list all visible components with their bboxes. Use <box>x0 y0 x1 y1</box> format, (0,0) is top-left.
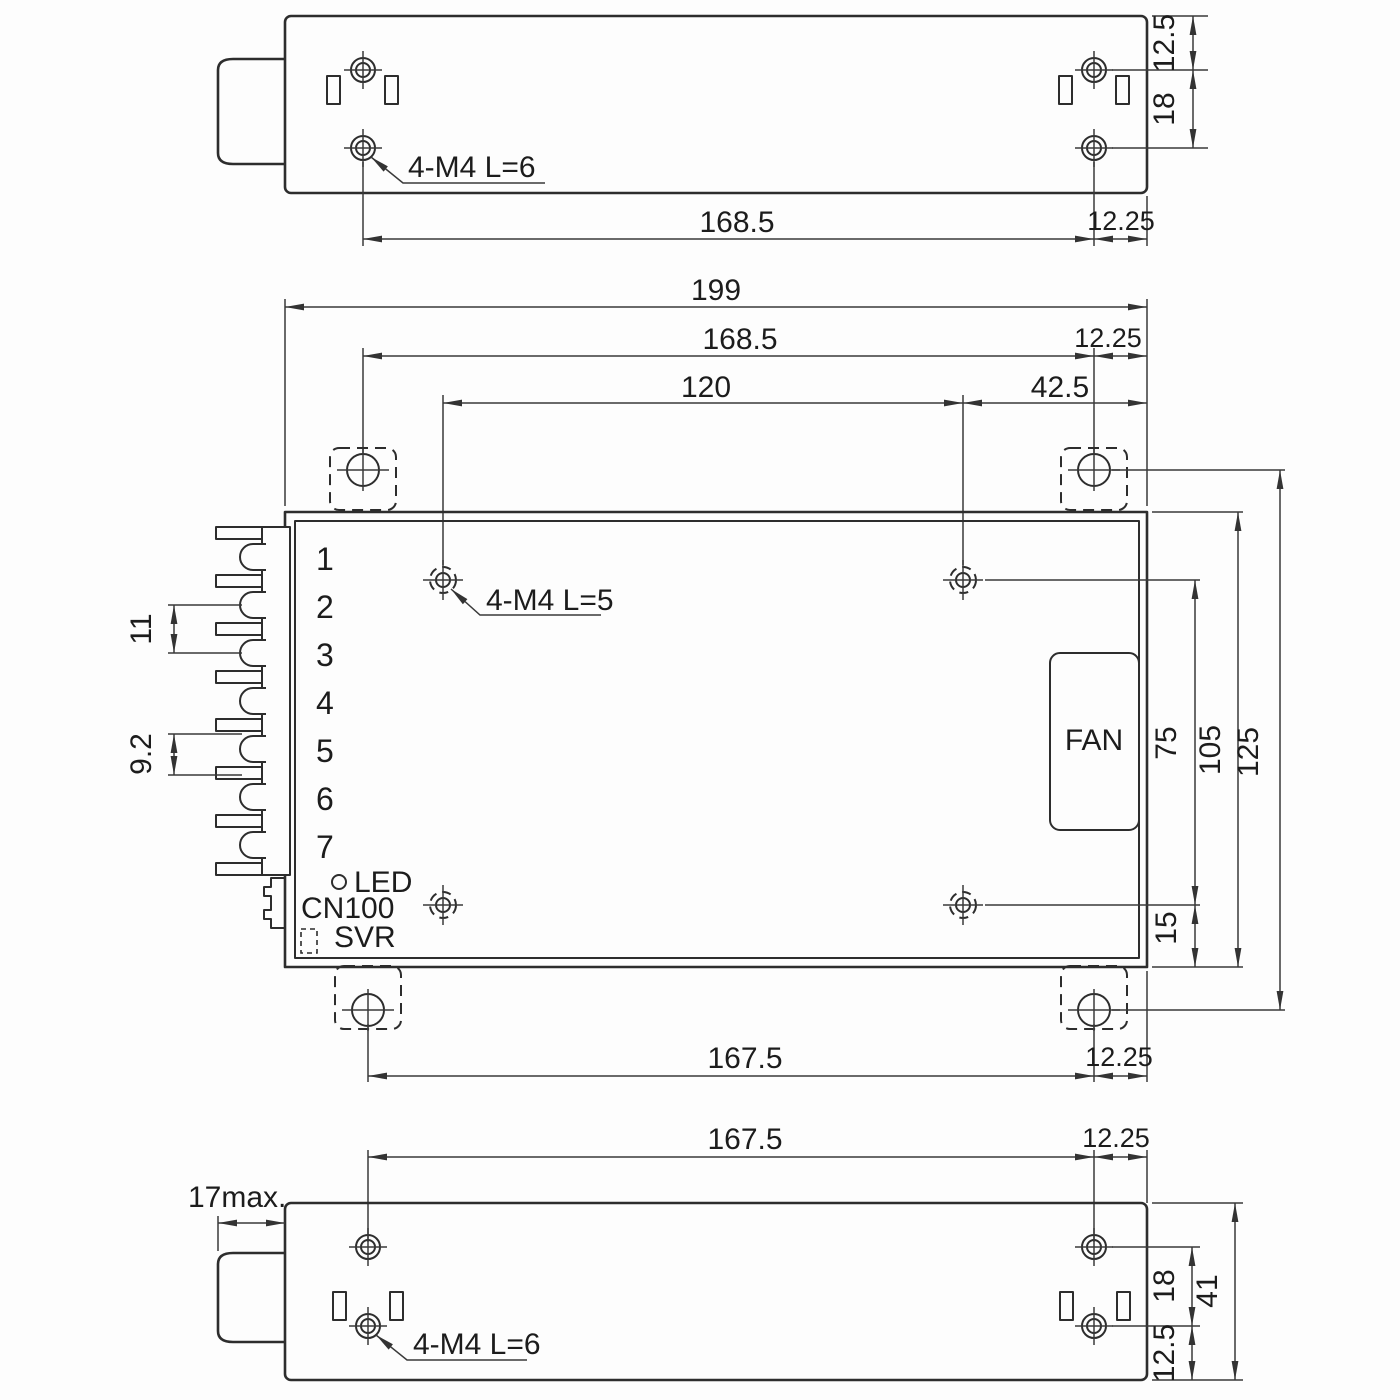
terminal-block: 1 2 3 4 5 6 7 <box>215 526 334 876</box>
bottom-view-top-dimensions: 167.5 12.25 <box>367 1123 1150 1242</box>
terminal-screw <box>239 687 266 715</box>
top-view-bottom-dimensions: 168.5 12.25 <box>362 162 1155 246</box>
vent-slot <box>1058 75 1073 105</box>
vent-slot <box>1115 75 1130 105</box>
vent-slot <box>326 75 341 105</box>
led-indicator <box>331 874 347 890</box>
terminal-fin <box>215 862 263 876</box>
cn100-label: CN100 <box>301 892 394 925</box>
dim-connector-protrusion: 17max. <box>188 1181 286 1214</box>
terminal-fin <box>215 718 263 732</box>
dim-hole-span: 167.5 <box>707 1123 782 1156</box>
terminal-number-6: 6 <box>316 781 334 817</box>
dim-top-hole-span: 168.5 <box>702 323 777 356</box>
vent-slot <box>332 1291 347 1321</box>
terminal-screw <box>239 831 266 859</box>
fan-label: FAN <box>1065 724 1123 757</box>
bottom-view-outline <box>216 1201 1149 1382</box>
terminal-pitch-dimensions: 11 9.2 <box>125 604 242 776</box>
top-view-right-dimensions: 12.5 18 <box>1112 14 1208 149</box>
dim-hole-pitch: 18 <box>1148 1269 1181 1302</box>
vent-slot <box>1059 1291 1074 1321</box>
terminal-fin <box>215 814 263 828</box>
top-view-outline <box>216 14 1149 195</box>
dim-hole-to-edge: 12.25 <box>1087 206 1155 236</box>
vent-slot <box>384 75 399 105</box>
bottom-view-right-dimensions: 18 12.5 41 <box>1112 1202 1243 1382</box>
dim-overall-height: 41 <box>1191 1274 1224 1307</box>
main-view-bottom-dimensions: 167.5 12.25 <box>367 971 1153 1082</box>
leader-line <box>375 1334 527 1361</box>
leader-line <box>370 156 545 184</box>
dim-edge-to-hole: 12.5 <box>1148 14 1181 72</box>
terminal-screw <box>239 591 266 619</box>
led-label: LED <box>354 866 412 899</box>
main-view-top-dimensions: 199 168.5 12.25 120 42.5 <box>284 274 1148 565</box>
top-view-screw-note: 4-M4 L=6 <box>370 151 545 184</box>
terminal-screw <box>239 735 266 763</box>
dim-terminal-pitch-lower: 9.2 <box>125 733 158 775</box>
terminal-number-5: 5 <box>316 733 334 769</box>
screw-note-label: 4-M4 L=5 <box>486 584 614 617</box>
screw-note-label: 4-M4 L=6 <box>408 151 536 184</box>
chassis-screws: 4-M4 L=5 <box>422 559 984 926</box>
dim-terminal-pitch-upper: 11 <box>125 613 158 644</box>
bottom-view-mounting-holes <box>332 1227 1131 1346</box>
dim-hole-span: 168.5 <box>699 206 774 239</box>
bottom-view: 167.5 12.25 17max. 4-M4 L=6 <box>188 1123 1243 1382</box>
svr-potentiometer <box>300 928 318 954</box>
terminal-number-4: 4 <box>316 685 334 721</box>
terminal-number-1: 1 <box>316 541 334 577</box>
dim-body-depth: 105 <box>1194 725 1227 775</box>
main-view: 199 168.5 12.25 120 42.5 <box>125 274 1285 1082</box>
terminal-number-3: 3 <box>316 637 334 673</box>
vent-slot <box>389 1291 404 1321</box>
dim-overall-width: 199 <box>691 274 741 307</box>
front-panel-features: LED CN100 SVR <box>263 866 412 954</box>
dim-hole-to-bottom: 12.5 <box>1148 1324 1181 1382</box>
dim-screw-span: 120 <box>681 371 731 404</box>
vent-slot <box>1116 1291 1131 1321</box>
terminal-number-2: 2 <box>316 589 334 625</box>
connector-protrusion-dimension: 17max. <box>188 1181 286 1251</box>
terminal-fin <box>215 670 263 684</box>
bottom-view-screw-note: 4-M4 L=6 <box>375 1328 541 1361</box>
terminal-screw <box>239 543 266 571</box>
ac-inlet-connector <box>216 1251 285 1344</box>
top-view: 4-M4 L=6 12.5 18 168.5 12.25 <box>216 14 1208 246</box>
terminal-fin <box>215 574 263 588</box>
cn100-connector <box>263 877 285 929</box>
main-view-mounting-tabs <box>329 447 1128 1032</box>
main-view-right-dimensions: 75 15 105 125 <box>985 469 1285 1011</box>
terminal-fin <box>215 526 263 540</box>
dim-screw-to-edge: 42.5 <box>1031 371 1089 404</box>
dim-top-hole-to-edge: 12.25 <box>1074 323 1142 353</box>
terminal-number-7: 7 <box>316 829 334 865</box>
dim-hole-pitch: 18 <box>1148 92 1181 125</box>
dim-screw-span-v: 75 <box>1150 726 1183 759</box>
dim-screw-to-bottom: 15 <box>1150 911 1183 944</box>
screw-note-label: 4-M4 L=6 <box>413 1328 541 1361</box>
dim-bottom-hole-span: 167.5 <box>707 1042 782 1075</box>
dim-hole-to-edge: 12.25 <box>1082 1123 1150 1153</box>
leader-line <box>450 588 601 616</box>
terminal-fin <box>215 622 263 636</box>
svr-label: SVR <box>334 921 396 954</box>
terminal-fin <box>215 766 263 780</box>
fan-cutout: FAN <box>1049 652 1140 831</box>
dim-overall-depth: 125 <box>1232 727 1265 777</box>
ac-inlet-connector <box>216 57 285 166</box>
top-view-mounting-holes <box>326 50 1130 168</box>
terminal-screw <box>239 783 266 811</box>
dim-bottom-hole-to-edge: 12.25 <box>1085 1042 1153 1072</box>
terminal-screw <box>239 639 266 667</box>
